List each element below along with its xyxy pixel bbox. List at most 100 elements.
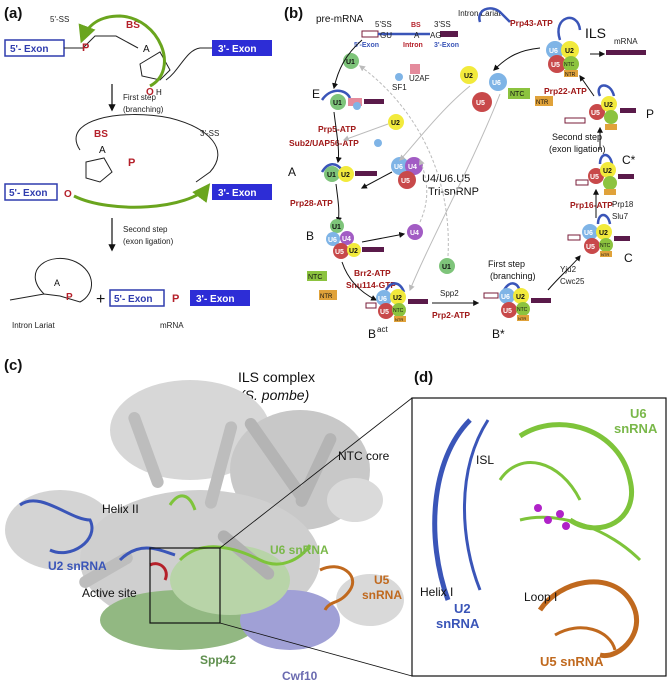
mrna-exon5-text: 5'- Exon [114,294,153,305]
arrow-a-to-b [335,183,342,224]
prp16-label: Prp16-ATP [570,200,613,210]
arrow-e-to-a [333,111,342,164]
u2-snrna-label-c: U2 snRNA [48,559,107,573]
u2-label-d2: snRNA [436,616,480,631]
sub2-label: Sub2/UAP56-ATP [289,138,359,148]
ils-u6 [546,41,564,59]
ils-u5 [548,55,566,73]
exon5-text-1: 5'- Exon [10,44,49,55]
svg-text:U4: U4 [342,236,351,243]
state-b: B [306,229,314,243]
free-u2-mid: U2 [388,114,404,130]
slu7-label: Slu7 [612,212,629,221]
state-c: C [624,251,633,265]
svg-text:NTC: NTC [510,91,524,98]
ribose-ring-1 [139,51,171,81]
prp22-label: Prp22-ATP [544,86,587,96]
branch-oh-o: O [146,87,154,98]
exon-ligation-b: (exon ligation) [549,144,606,154]
arrow-u1-recycle [359,65,449,257]
state-bact-sup: act [377,325,388,334]
arrow-tri-join [360,171,393,189]
tri-snrnp-label-1: U4/U6.U5 [422,173,470,185]
svg-text:NTC: NTC [308,274,322,281]
mrna-p: P [172,293,179,305]
svg-text:U5: U5 [335,249,344,256]
prp18-label: Prp18 [612,200,634,209]
u2-label-d1: U2 [454,601,471,616]
svg-text:U6: U6 [501,294,510,301]
svg-text:U2: U2 [599,230,608,237]
tri-snrnp: U6 U4 U5 [391,157,423,189]
bact-complex: U6 U2 U5 NTC NTR [365,282,428,322]
panel-c: (c) ILS complex (S. pombe) [4,357,413,683]
pre-ss5: 5'SS [375,20,392,29]
recycle-arrow-1 [399,85,471,161]
arrow-u4-out [361,231,406,243]
prp28-label: Prp28-ATP [290,198,333,208]
free-ntr-b: NTR [535,96,553,106]
pre-intron-label: Intron [403,42,423,49]
ils-state-label: ILS [585,25,606,41]
free-u5-b: U5 [472,92,492,112]
intron-lariat-label: Intron Lariat [12,321,55,330]
arrow-ils-release [493,47,541,71]
helix2-label: Helix II [102,502,139,516]
svg-text:U2: U2 [391,120,400,127]
snu114-label: Snu114-GTP [346,280,396,290]
e-complex: U1 [320,89,384,110]
branch-oh-h: H [156,88,162,97]
ils-complex: U6 U2 U5 NTC NTR [546,16,582,78]
svg-text:U6: U6 [328,237,337,244]
panel-b: (b) pre-mRNA 5'SS BS 3'SS GU A AG 5'-Exo… [284,5,654,341]
mrna-exon3-text: 3'- Exon [196,294,235,305]
svg-text:U4: U4 [408,164,417,171]
bs-label-1: BS [126,20,140,31]
free-u2-b: U2 [460,66,478,84]
arrow-pre-to-e [332,39,363,90]
svg-text:U5: U5 [380,309,389,316]
released-u4: U4 [407,224,423,240]
svg-text:U5: U5 [591,110,600,117]
brr2-label: Brr2-ATP [354,268,391,278]
pre-ss3: 3'SS [434,20,451,29]
state-cstar: C* [622,153,636,167]
state-p: P [646,107,654,121]
svg-text:U2: U2 [341,172,350,179]
pre-gu: GU [380,31,392,40]
svg-text:SF1: SF1 [392,83,407,92]
mrna-label-b: mRNA [614,37,638,46]
exon-ligation-label: (exon ligation) [123,237,174,246]
arrow-bstar-to-c [547,255,581,291]
ils-u2 [561,41,579,59]
active-site-label: Active site [82,586,137,600]
svg-text:U2: U2 [565,48,574,55]
pre-exon5-bar [361,30,379,38]
prp5-label: Prp5-ATP [318,124,356,134]
ribose-ring-2 [85,157,113,183]
cwc25-label: Cwc25 [560,277,585,286]
lariat-a: A [54,278,60,288]
intron-lariat-b [478,7,511,23]
green-attack-arrow-1 [78,14,166,88]
spp2-label: Spp2 [440,289,459,298]
svg-text:U2: U2 [516,294,525,301]
panel-c-label: (c) [4,357,22,374]
green-attack-arrow-2 [73,183,211,209]
isl-label: ISL [476,453,494,467]
u6-label-d1: U6 [630,406,647,421]
prp2-label: Prp2-ATP [432,310,470,320]
second-step-b: Second step [552,132,602,142]
spp42-label: Spp42 [200,653,236,667]
plus-sign: + [96,291,105,308]
panel-a-label: (a) [4,5,22,22]
lariat-loop-2 [75,114,219,183]
ntc-join: NTC NTR [307,271,337,300]
state-a: A [288,165,296,179]
exon5-oh-o: O [64,189,72,200]
svg-text:NTC: NTC [600,243,611,249]
exon5-box-2: 5'- Exon [4,183,58,201]
svg-text:U6: U6 [492,80,501,87]
pre-exon3-label: 3'-Exon [434,42,459,49]
ss3-label: 3'-SS [200,129,219,138]
